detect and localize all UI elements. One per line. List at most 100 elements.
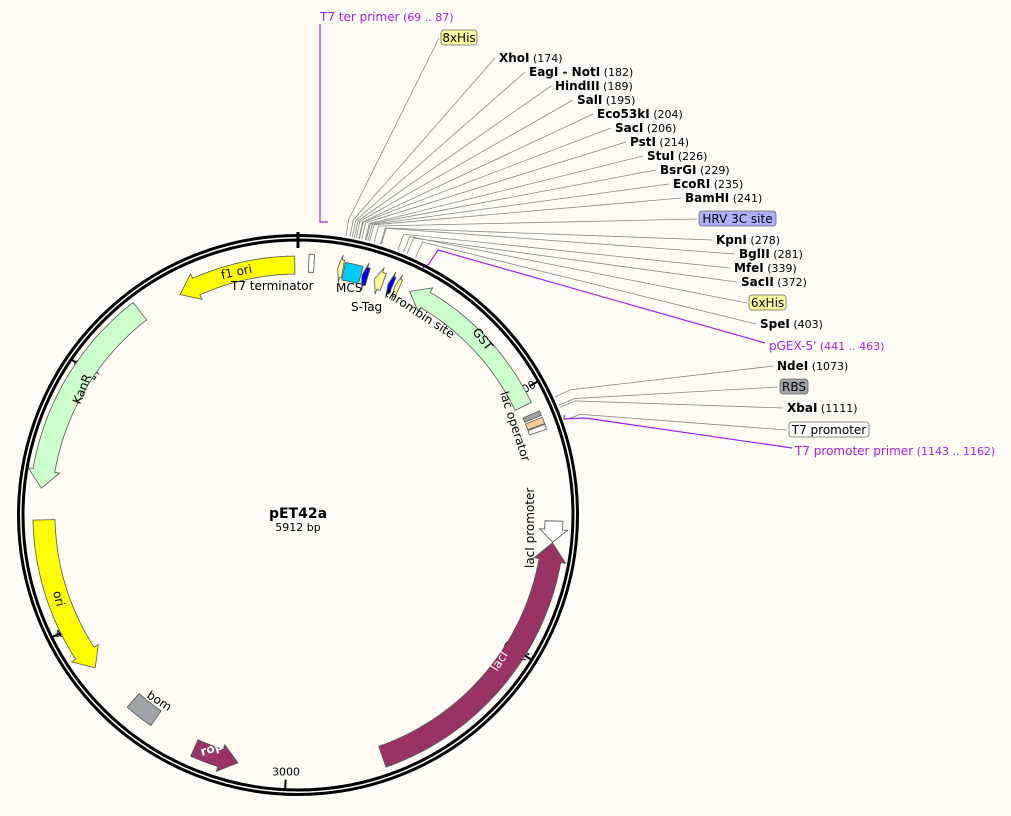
leader-line-t7-promoter — [564, 413, 788, 431]
site-position: (204) — [650, 108, 683, 121]
site-position: (1111) — [817, 402, 857, 415]
site-position: (226) — [674, 150, 707, 163]
primer-line-t7-ter — [319, 24, 328, 223]
site-labels: XhoI (174)EagI - NotI (182)HindIII (189)… — [319, 10, 995, 458]
primer-label-t7-promoter-primer: T7 promoter primer (1143 .. 1162) — [794, 444, 995, 458]
site-name: XhoI — [499, 51, 530, 65]
site-label-psti: PstI (214) — [630, 135, 689, 149]
site-name: SpeI — [760, 317, 790, 331]
feature-lac-operator — [525, 416, 546, 431]
site-name: SalI — [577, 93, 602, 107]
tick-mark-4000 — [51, 632, 62, 639]
leader-line-spei — [415, 241, 757, 325]
site-position: (182) — [600, 66, 633, 79]
ticks: 10002000300040005000 — [51, 356, 539, 790]
site-position: (372) — [774, 276, 807, 289]
leader-line-sali — [355, 99, 574, 239]
site-name: EagI - NotI — [529, 65, 600, 79]
primer-label-t7-ter-primer: T7 ter primer (69 .. 87) — [319, 10, 454, 24]
label-box-8xhis — [440, 29, 478, 46]
site-name: PstI — [630, 135, 656, 149]
leader-line-hrv-3c-site — [373, 218, 698, 243]
site-position: (206) — [643, 122, 676, 135]
leader-line-6xhis — [403, 236, 748, 304]
boxed-label-hrv-3c-site: HRV 3C site — [702, 212, 772, 226]
site-position: (189) — [600, 80, 633, 93]
primer-label-pgex-5: pGEX-5' (441 .. 463) — [769, 339, 884, 353]
site-name: HindIII — [555, 79, 600, 93]
site-name: StuI — [647, 149, 674, 163]
feature-ori — [32, 519, 99, 669]
label-laci-promoter: lacI promoter — [523, 488, 537, 568]
leader-line-xhoi — [349, 57, 496, 237]
feature-bom — [126, 693, 162, 727]
leader-line-hindiii — [354, 85, 552, 238]
site-name: EcoRI — [673, 177, 710, 191]
site-name: SacI — [615, 121, 643, 135]
feature-thrombin-site — [391, 274, 404, 301]
label-mcs: MCS — [336, 281, 362, 295]
leader-line-ndei — [555, 365, 774, 398]
site-name: KpnI — [716, 233, 747, 247]
leader-line-saci — [359, 127, 612, 239]
site-label-spei: SpeI (403) — [760, 317, 823, 331]
label-rop: rop — [199, 738, 225, 758]
site-name: XbaI — [787, 401, 817, 415]
feature-6xhis — [385, 271, 397, 299]
feature-kanr — [27, 301, 148, 489]
boxed-label-8xhis: 8xHis — [442, 31, 475, 45]
site-label-stui: StuI (226) — [647, 149, 707, 163]
site-position: (281) — [770, 248, 803, 261]
leader-line-kpni — [380, 227, 713, 245]
plasmid-size: 5912 bp — [275, 521, 320, 534]
site-label-saci: SacI (206) — [615, 121, 676, 135]
primer-name: T7 ter primer — [319, 10, 400, 24]
site-label-sali: SalI (195) — [577, 93, 635, 107]
feature-gst — [409, 287, 532, 411]
site-label-hindiii: HindIII (189) — [555, 79, 633, 93]
site-name: Eco53kI — [597, 107, 650, 121]
primer-name: pGEX-5' — [769, 339, 816, 353]
feature-laci-promoter — [538, 520, 569, 543]
leader-line-eagi-noti — [352, 71, 526, 238]
feature-laci — [378, 542, 567, 768]
site-name: MfeI — [734, 261, 764, 275]
site-label-bsrgi: BsrGI (229) — [660, 163, 730, 177]
site-label-xhoi: XhoI (174) — [499, 51, 563, 65]
site-position: (339) — [764, 262, 797, 275]
site-label-sacii: SacII (372) — [741, 275, 807, 289]
site-position: (241) — [729, 192, 762, 205]
plasmid-name: pET42a — [269, 506, 327, 522]
site-position: (278) — [747, 234, 780, 247]
primer-line-t7-promoter — [563, 414, 793, 449]
feature-rop — [190, 739, 239, 772]
label-box-t7-promoter — [788, 421, 870, 438]
feature-s-tag — [374, 267, 387, 295]
leader-line-8xhis — [345, 37, 440, 237]
leader-line-eco53ki — [358, 113, 594, 239]
primer-name: T7 promoter primer — [794, 444, 913, 458]
site-name: BsrGI — [660, 163, 697, 177]
leader-lines — [319, 24, 793, 449]
site-position: (229) — [697, 164, 730, 177]
site-name: BglII — [739, 247, 770, 261]
tick-label-3000: 3000 — [272, 766, 300, 779]
site-position: (403) — [790, 318, 823, 331]
feature-mcs — [341, 261, 364, 285]
site-label-ecori: EcoRI (235) — [673, 177, 743, 191]
site-position: (195) — [602, 94, 635, 107]
primer-range: (441 .. 463) — [816, 340, 884, 353]
site-label-eagi-noti: EagI - NotI (182) — [529, 65, 633, 79]
label-s-tag: S-Tag — [351, 300, 382, 314]
leader-line-xbai — [559, 400, 784, 409]
features — [27, 253, 569, 772]
boxed-label-6xhis: 6xHis — [751, 296, 784, 310]
boxed-label-rbs: RBS — [782, 380, 806, 394]
site-label-mfei: MfeI (339) — [734, 261, 797, 275]
leader-line-bglii — [380, 227, 736, 255]
primer-range: (69 .. 87) — [400, 11, 454, 24]
site-label-bglii: BglII (281) — [739, 247, 803, 261]
feature-rbs — [522, 410, 542, 423]
leader-line-stui — [364, 155, 644, 241]
